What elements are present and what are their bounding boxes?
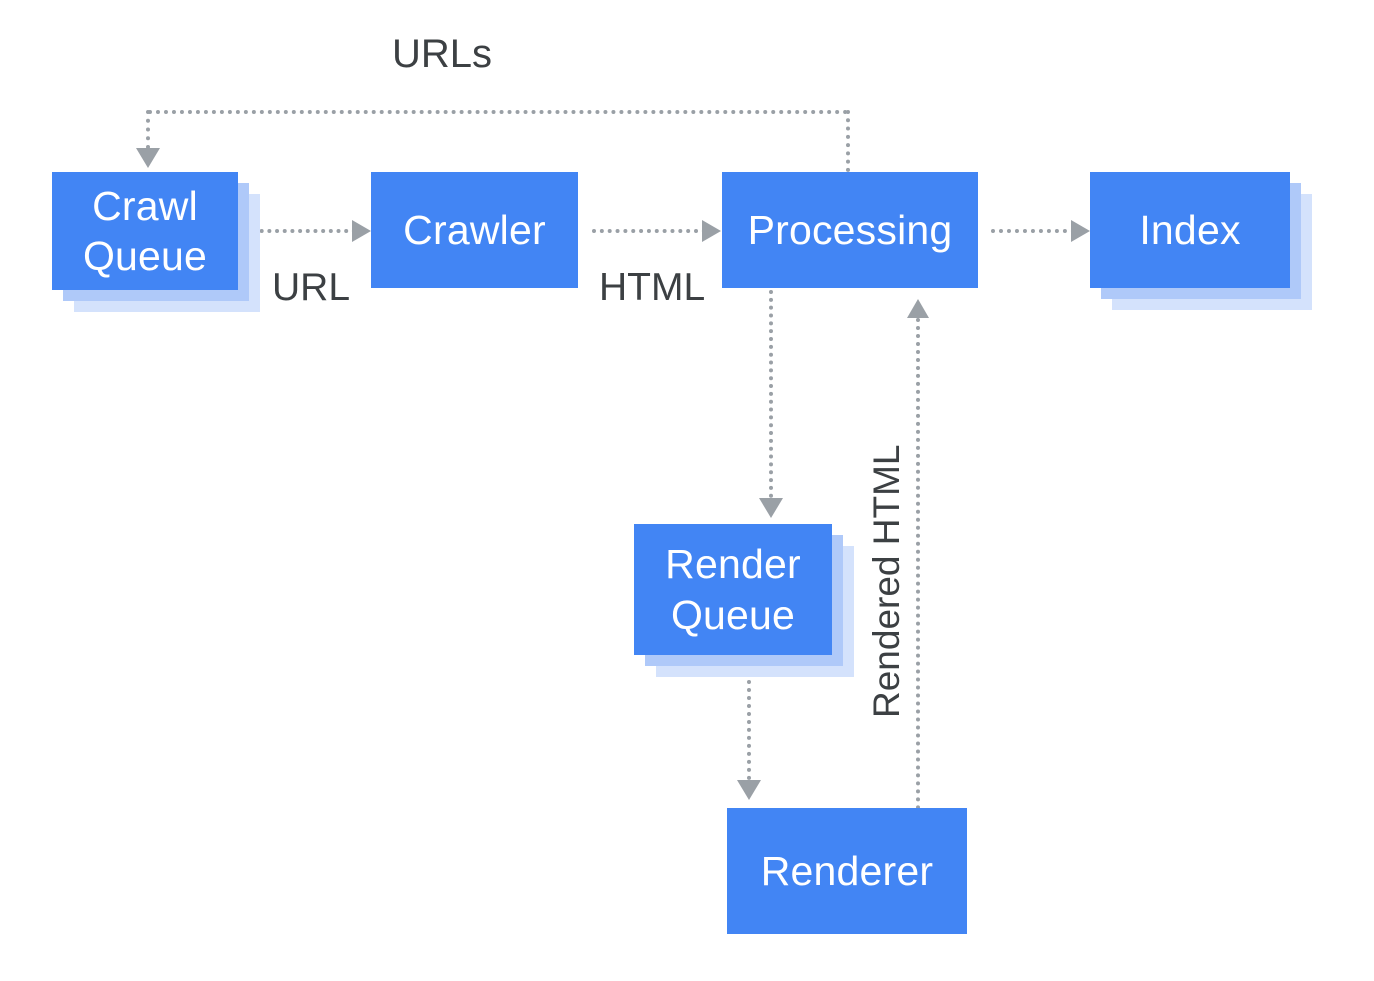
node-face xyxy=(634,524,832,655)
edge-to-index-arrowhead xyxy=(1071,220,1090,242)
edge-html-arrowhead xyxy=(702,220,721,242)
node-index[interactable]: Index xyxy=(1090,172,1312,310)
edge-to-render-queue-line xyxy=(769,290,773,498)
node-label-renderer: Renderer xyxy=(760,847,934,894)
edge-urls-span xyxy=(148,110,848,114)
edge-label-url: URL xyxy=(272,266,351,309)
node-processing[interactable]: Processing xyxy=(722,172,978,288)
node-crawler[interactable]: Crawler xyxy=(371,172,578,288)
edge-to-renderer-arrowhead xyxy=(737,780,761,800)
node-face xyxy=(722,172,978,288)
node-render-queue[interactable]: Render Queue xyxy=(634,524,854,677)
edge-url-line xyxy=(252,229,356,233)
node-face xyxy=(1090,172,1290,288)
edge-url-arrowhead xyxy=(352,220,371,242)
node-face xyxy=(727,808,967,934)
edge-html-line xyxy=(592,229,706,233)
edge-urls-riser xyxy=(846,110,850,172)
edge-label-rendered-html: Rendered HTML xyxy=(866,444,907,718)
edge-to-renderer-line xyxy=(747,672,751,780)
edge-label-html: HTML xyxy=(599,266,706,309)
edge-to-index-line xyxy=(991,229,1075,233)
node-label-index: Index xyxy=(1139,206,1241,253)
node-face xyxy=(52,172,238,290)
edge-label-urls: URLs xyxy=(392,32,493,76)
edge-to-render-queue-arrowhead xyxy=(759,498,783,518)
node-label-crawler: Crawler xyxy=(403,206,546,253)
edge-urls-arrowhead xyxy=(136,148,160,168)
node-crawl-queue[interactable]: Crawl Queue xyxy=(52,172,260,312)
node-renderer[interactable]: Renderer xyxy=(727,808,967,934)
node-label-processing: Processing xyxy=(747,206,953,253)
edge-rendered-html-arrowhead xyxy=(907,299,929,318)
node-face xyxy=(371,172,578,288)
edge-rendered-html-line xyxy=(916,318,920,810)
edge-urls-drop xyxy=(146,110,150,149)
node-label-render-queue: Render Queue xyxy=(665,541,801,638)
node-label-crawl-queue: Crawl Queue xyxy=(82,182,208,279)
